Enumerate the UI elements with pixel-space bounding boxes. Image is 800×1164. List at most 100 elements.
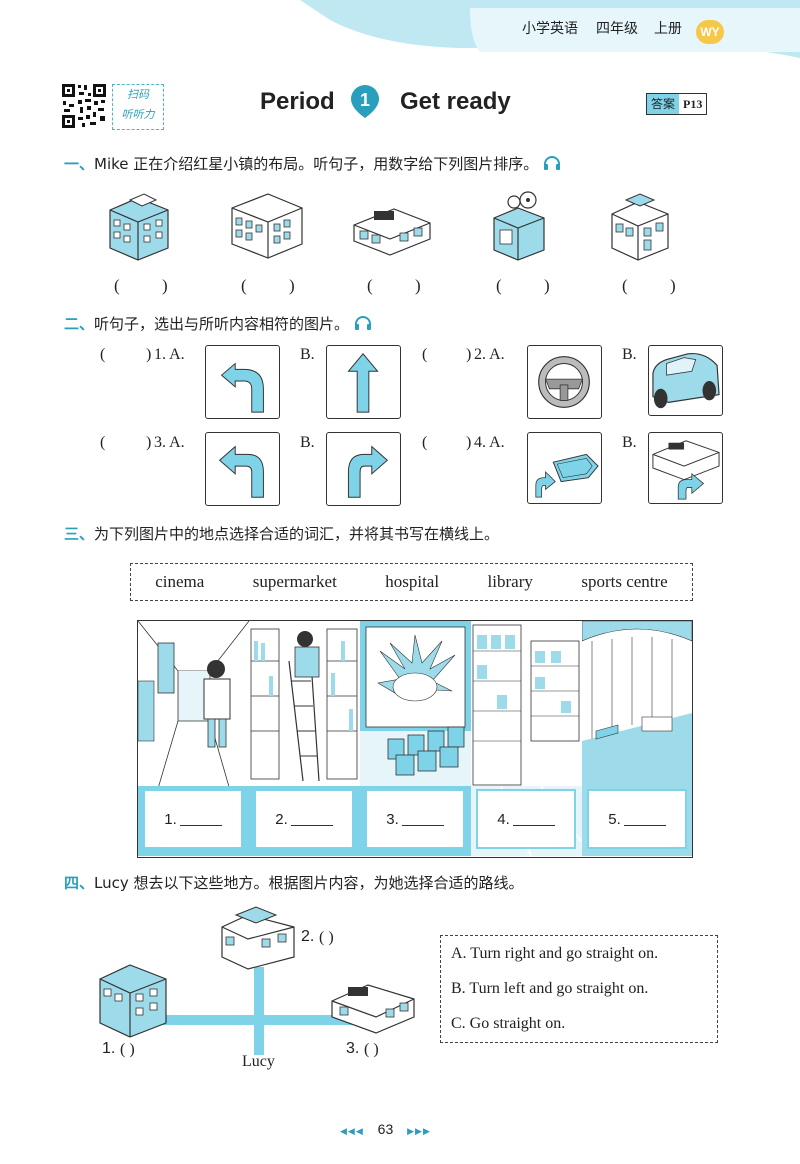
section-1-heading: 一、Mike 正在介绍红星小镇的布局。听句子，用数字给下列图片排序。 — [64, 153, 561, 174]
page-number: 63 — [377, 1121, 394, 1137]
panel-5-answer-box: 5. — [587, 789, 687, 849]
q2-option-b-car[interactable] — [648, 345, 723, 416]
building-cinema-reel-picture — [493, 191, 545, 261]
title-topic: Get ready — [400, 88, 511, 115]
q1-answer-slot[interactable] — [110, 346, 144, 366]
q4-option-a-basket-with-arrow[interactable] — [527, 432, 602, 504]
building-library-picture — [231, 193, 303, 259]
section-2-instruction: 听句子，选出与所听内容相符的图片。 — [94, 315, 350, 333]
q1-option-b-straight-arrow[interactable] — [326, 345, 401, 419]
q3-close-paren: ) — [146, 434, 152, 451]
panel-5-number: 5. — [608, 810, 621, 828]
section-4-number: 四、 — [64, 874, 95, 892]
route-building-1-paren[interactable]: ( ) — [120, 1041, 135, 1058]
q1-close-paren: ) — [146, 346, 152, 363]
blank-1-open: ( — [114, 276, 120, 295]
q4-open-paren: ( — [422, 434, 428, 451]
answer-slot-1[interactable] — [124, 278, 160, 296]
route-building-3-paren[interactable]: ( ) — [364, 1041, 379, 1058]
building-supermarket-picture — [611, 193, 669, 261]
panel-2-answer-box: 2. — [254, 789, 354, 849]
q3-b-label: B. — [300, 434, 315, 451]
blank-2-open: ( — [241, 276, 247, 295]
word-bank: cinema supermarket hospital library spor… — [130, 563, 693, 601]
period-number: 1 — [360, 90, 370, 110]
route-building-2 — [221, 906, 295, 970]
section-4-instruction: Lucy 想去以下这些地方。根据图片内容，为她选择合适的路线。 — [94, 874, 524, 892]
route-building-2-number: 2. — [301, 928, 315, 945]
panel-2-number: 2. — [275, 810, 288, 828]
answer-slot-5[interactable] — [632, 278, 668, 296]
building-cinema-picture — [353, 208, 431, 256]
prev-page-arrows-icon[interactable]: ◀◀◀ — [340, 1126, 364, 1136]
section-3-number: 三、 — [64, 525, 95, 543]
blank-4-open: ( — [496, 276, 502, 295]
route-option-a: A. Turn right and go straight on. — [451, 945, 659, 962]
answer-label: 答案 — [647, 94, 680, 114]
route-building-1 — [99, 964, 167, 1038]
q3-label: 3. A. — [154, 434, 185, 451]
q4-answer-slot[interactable] — [432, 434, 466, 454]
q3-answer-slot[interactable] — [110, 434, 144, 454]
q2-close-paren: ) — [466, 346, 472, 363]
header-subject: 小学英语 — [522, 21, 578, 37]
scan-text-1: 扫码 — [127, 88, 149, 101]
q1-option-a-turn-left-straight[interactable] — [205, 345, 280, 419]
route-building-1-number: 1. — [102, 1040, 116, 1057]
blank-3-close: ) — [415, 276, 421, 295]
publisher-badge: WY — [696, 20, 724, 44]
blank-1-close: ) — [162, 276, 168, 295]
headphone-icon[interactable] — [543, 155, 561, 171]
answer-slot-3[interactable] — [377, 278, 413, 296]
page-footer: ◀◀◀ 63 ▶▶▶ — [340, 1121, 431, 1137]
q1-open-paren: ( — [100, 346, 106, 363]
section-1-number: 一、 — [64, 155, 95, 173]
section-3-instruction: 为下列图片中的地点选择合适的词汇，并将其书写在横线上。 — [94, 525, 500, 543]
q2-answer-slot[interactable] — [432, 346, 466, 366]
answer-slot-2[interactable] — [251, 278, 287, 296]
panel-5-answer-line[interactable] — [623, 812, 666, 826]
answer-slot-4[interactable] — [506, 278, 542, 296]
word-supermarket: supermarket — [252, 572, 337, 591]
section-2-heading: 二、听句子，选出与所听内容相符的图片。 — [64, 313, 372, 334]
q4-close-paren: ) — [466, 434, 472, 451]
q2-b-label: B. — [622, 346, 637, 363]
answer-page: P13 — [683, 97, 703, 111]
route-map — [99, 906, 415, 1055]
q2-option-a-steering-wheel[interactable] — [527, 345, 602, 419]
route-building-2-paren[interactable]: ( ) — [319, 929, 334, 946]
route-option-c: C. Go straight on. — [451, 1015, 566, 1032]
panel-4-answer-box: 4. — [476, 789, 576, 849]
route-building-3 — [331, 984, 415, 1034]
section-3-heading: 三、为下列图片中的地点选择合适的词汇，并将其书写在横线上。 — [64, 523, 499, 544]
q1-label: 1. A. — [154, 346, 185, 363]
place-pictures-panel: 1. 2. 3. — [137, 620, 693, 858]
panel-2-answer-line[interactable] — [290, 812, 333, 826]
blank-5-close: ) — [670, 276, 676, 295]
route-building-3-number: 3. — [346, 1040, 360, 1057]
word-library: library — [487, 572, 533, 591]
blank-2-close: ) — [289, 276, 295, 295]
header-volume: 上册 — [654, 21, 682, 37]
q3-option-b-turn-right[interactable] — [326, 432, 401, 506]
q4-label: 4. A. — [474, 434, 505, 451]
headphone-icon[interactable] — [354, 315, 372, 331]
panel-1-answer-line[interactable] — [179, 812, 222, 826]
q3-option-a-turn-left[interactable] — [205, 432, 280, 506]
section-2-number: 二、 — [64, 315, 95, 333]
section-4-heading: 四、Lucy 想去以下这些地方。根据图片内容，为她选择合适的路线。 — [64, 872, 524, 893]
q1-b-label: B. — [300, 346, 315, 363]
word-hospital: hospital — [385, 572, 440, 591]
route-options-box: A. Turn right and go straight on. B. Tur… — [440, 935, 718, 1043]
qr-code-icon[interactable] — [60, 82, 108, 130]
panel-3-answer-line[interactable] — [401, 812, 444, 826]
q3-open-paren: ( — [100, 434, 106, 451]
panel-4-answer-line[interactable] — [512, 812, 555, 826]
word-cinema: cinema — [155, 572, 205, 591]
word-sports-centre: sports centre — [581, 572, 668, 591]
q4-option-b-cinema-with-arrow[interactable] — [648, 432, 723, 504]
q2-open-paren: ( — [422, 346, 428, 363]
scan-to-listen-tag: 扫码 听听力 — [112, 84, 164, 130]
building-hospital-picture — [109, 193, 169, 261]
next-page-arrows-icon[interactable]: ▶▶▶ — [407, 1126, 431, 1136]
